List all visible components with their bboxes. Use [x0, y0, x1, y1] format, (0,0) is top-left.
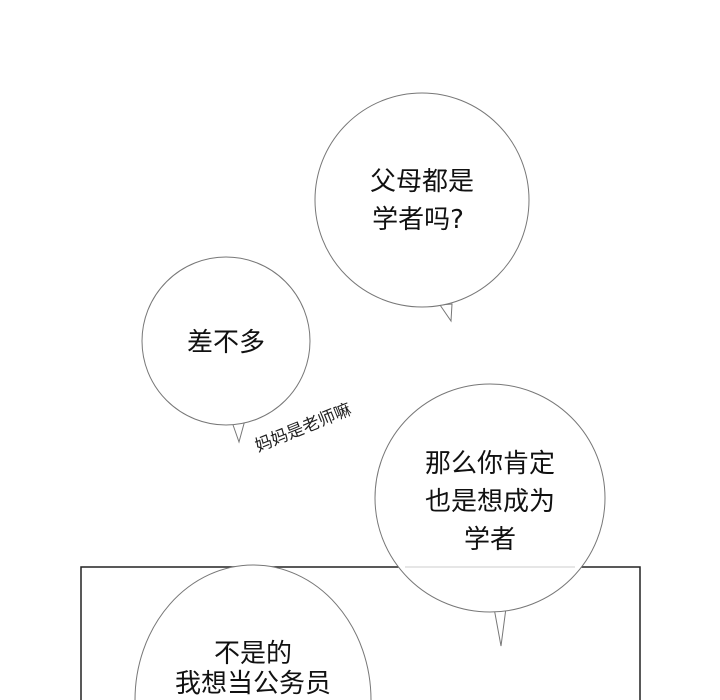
bubble-4-line-2: 我想当公务员 — [175, 669, 331, 699]
bubble-3-line-2: 也是想成为 — [425, 487, 555, 517]
bubble-4-line-1: 不是的 — [214, 639, 292, 669]
speech-bubble-2: 差不多 — [141, 256, 311, 444]
bubble-1-line-2: 学者吗? — [372, 205, 464, 235]
bubble-3-line-1: 那么你肯定 — [425, 449, 555, 479]
speech-bubble-1: 父母都是 学者吗? — [314, 92, 530, 323]
speech-bubble-4: 不是的 我想当公务员 — [134, 564, 372, 700]
bubble-3-line-3: 学者 — [464, 525, 516, 555]
bubble-1-line-1: 父母都是 — [370, 167, 474, 197]
bubble-2-line-1: 差不多 — [187, 328, 265, 358]
speech-bubble-3: 那么你肯定 也是想成为 学者 — [374, 383, 606, 647]
